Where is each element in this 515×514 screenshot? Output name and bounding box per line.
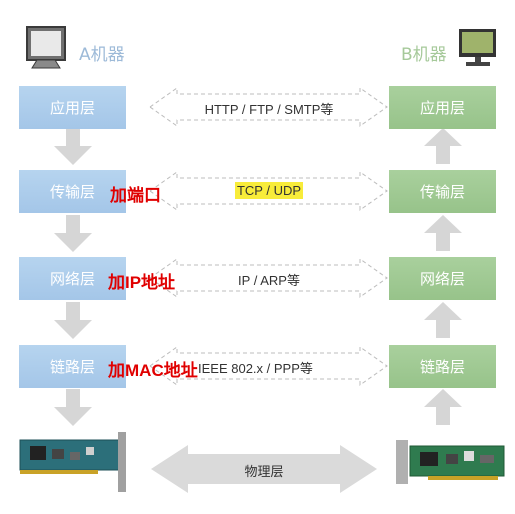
machine-b-label: B机器 bbox=[401, 45, 447, 65]
down-arrow-icon bbox=[54, 128, 92, 165]
protocol-transport: TCP / UDP bbox=[234, 182, 304, 199]
up-arrow-icon bbox=[424, 128, 462, 164]
monitor-icon bbox=[459, 29, 496, 66]
layer-b-transport: 传输层 bbox=[389, 170, 496, 213]
up-arrow-icon bbox=[424, 215, 462, 251]
protocol-application: HTTP / FTP / SMTP等 bbox=[204, 102, 334, 117]
layer-a-network: 网络层 bbox=[19, 257, 126, 300]
down-arrow-icon bbox=[54, 389, 92, 426]
layer-a-transport: 传输层 bbox=[19, 170, 126, 213]
annotation-ip-address: 加IP地址 bbox=[108, 273, 176, 292]
up-arrow-icon bbox=[424, 302, 462, 338]
double-arrow-icon bbox=[149, 346, 388, 386]
physical-layer-label: 物理层 bbox=[244, 464, 284, 479]
network-card-icon bbox=[19, 432, 126, 492]
up-arrow-icon bbox=[424, 389, 462, 425]
layer-b-application: 应用层 bbox=[389, 86, 496, 129]
protocol-network: IP / ARP等 bbox=[238, 273, 300, 288]
layer-b-link: 链路层 bbox=[389, 345, 496, 388]
down-arrow-icon bbox=[54, 302, 92, 339]
double-arrow-icon bbox=[149, 171, 388, 211]
layer-a-application: 应用层 bbox=[19, 86, 126, 129]
down-arrow-icon bbox=[54, 215, 92, 252]
protocol-link: IEEE 802.x / PPP等 bbox=[198, 361, 313, 376]
physical-arrow-icon bbox=[151, 445, 377, 493]
layer-a-link: 链路层 bbox=[19, 345, 126, 388]
double-arrow-icon bbox=[149, 258, 388, 298]
network-card-icon bbox=[396, 440, 505, 484]
monitor-icon bbox=[26, 26, 66, 69]
machine-a-label: A机器 bbox=[79, 45, 125, 65]
annotation-mac-address: 加MAC地址 bbox=[108, 361, 198, 380]
double-arrow-icon bbox=[149, 87, 388, 127]
layer-b-network: 网络层 bbox=[389, 257, 496, 300]
annotation-port: 加端口 bbox=[110, 186, 161, 205]
